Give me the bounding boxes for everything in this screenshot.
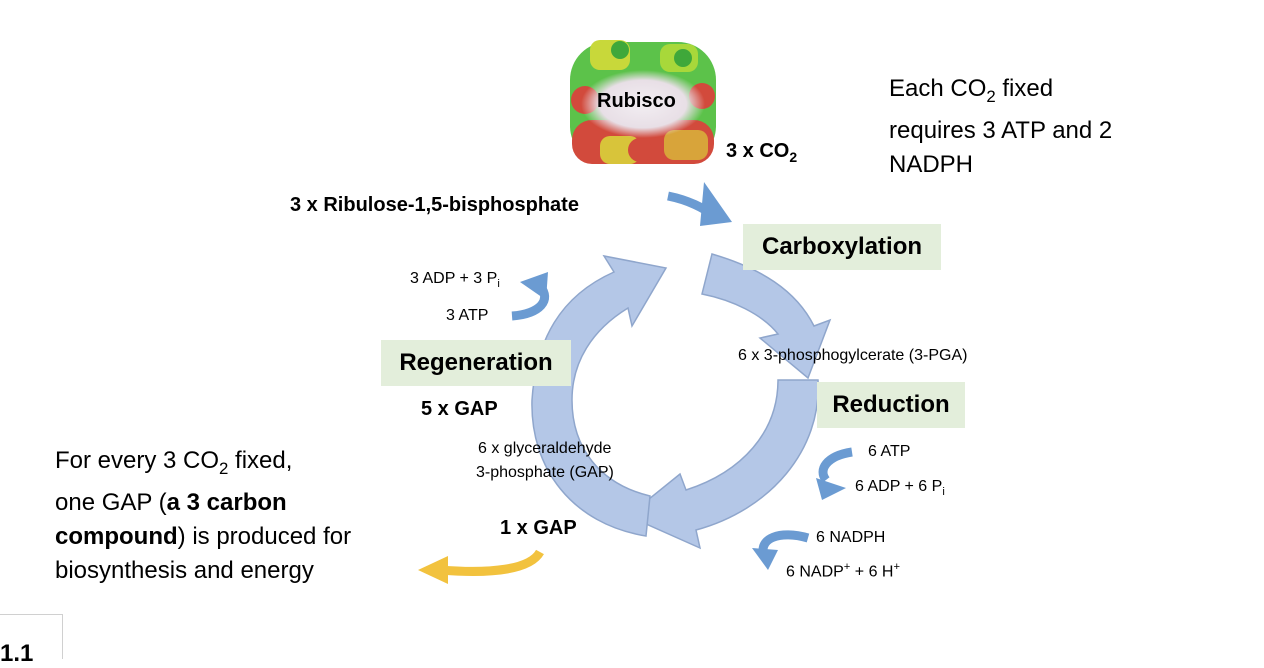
regen-adp-label: 3 ADP + 3 Pi — [410, 270, 500, 291]
nadph-label: 6 NADPH — [816, 529, 886, 546]
cycle-arrows-icon — [531, 253, 832, 550]
corner-tab — [0, 614, 63, 659]
note-line: requires 3 ATP and 2 — [889, 116, 1113, 144]
regen-atp-label: 3 ATP — [446, 307, 489, 324]
gap-output-note: For every 3 CO2 fixed, one GAP (a 3 carb… — [55, 444, 351, 588]
rubp-label: 3 x Ribulose-1,5-bisphosphate — [290, 194, 579, 216]
stage-carboxylation: Carboxylation — [743, 224, 941, 270]
stage-regeneration: Regeneration — [381, 340, 571, 386]
pga-label: 6 x 3-phosphogylcerate (3-PGA) — [738, 347, 968, 364]
note-line: compound) is produced for — [55, 522, 352, 550]
energy-requirement-note: Each CO2 fixed requires 3 ATP and 2 NADP… — [889, 72, 1112, 182]
note-line: NADPH — [889, 150, 974, 178]
curved-arrow-icon — [520, 182, 846, 570]
reduction-adp-label: 6 ADP + 6 Pi — [855, 478, 945, 499]
rubisco-label: Rubisco — [597, 90, 676, 112]
rubisco-protein-icon — [570, 40, 716, 164]
note-line: one GAP (a 3 carbon — [55, 488, 287, 516]
gap-label-line1: 6 x glyceraldehyde — [478, 440, 612, 457]
gap-label-line2: 3-phosphate (GAP) — [476, 464, 614, 481]
gap-regen-label: 5 x GAP — [421, 398, 498, 420]
note-line: biosynthesis and energy — [55, 556, 314, 584]
corner-label: 1.1 — [0, 640, 34, 667]
reduction-atp-label: 6 ATP — [868, 443, 911, 460]
note-line: For every 3 CO2 fixed, — [55, 447, 293, 478]
gap-output-arrow-icon — [418, 549, 544, 584]
note-line: Each CO2 fixed — [889, 75, 1054, 106]
gap-output-label: 1 x GAP — [500, 517, 577, 539]
stage-reduction: Reduction — [817, 382, 965, 428]
calvin-cycle-diagram — [418, 40, 853, 584]
nadp-label: 6 NADP+ + 6 H+ — [786, 561, 901, 581]
co2-input-label: 3 x CO2 — [726, 140, 798, 165]
